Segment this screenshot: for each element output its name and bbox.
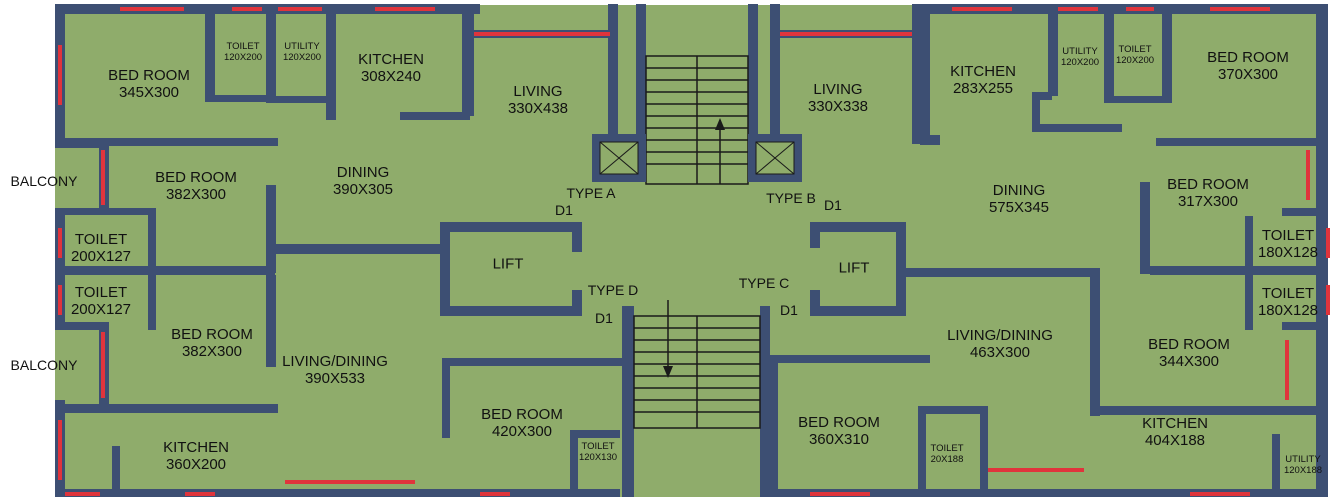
room-label-lift-left: LIFT (492, 255, 524, 273)
duct-right (748, 134, 802, 182)
stair-top (645, 55, 749, 185)
type-d-label: TYPE D (587, 282, 639, 298)
balcony-label-bottom: BALCONY (10, 357, 78, 373)
duct-left (592, 134, 646, 182)
type-b-label: TYPE B (766, 190, 816, 206)
door-d1-d: D1 (595, 310, 613, 326)
room-label-lift-right: LIFT (838, 259, 870, 277)
stair-bottom (633, 300, 761, 429)
door-d1-a: D1 (555, 202, 573, 218)
door-d1-c: D1 (780, 302, 798, 318)
balcony-label-top: BALCONY (10, 173, 78, 189)
interior-walls-left (60, 8, 634, 497)
interior-walls-right (760, 8, 1322, 497)
type-c-label: TYPE C (738, 275, 790, 291)
windows (58, 7, 1330, 496)
type-a-label: TYPE A (566, 185, 616, 201)
door-d1-b: D1 (824, 197, 842, 213)
